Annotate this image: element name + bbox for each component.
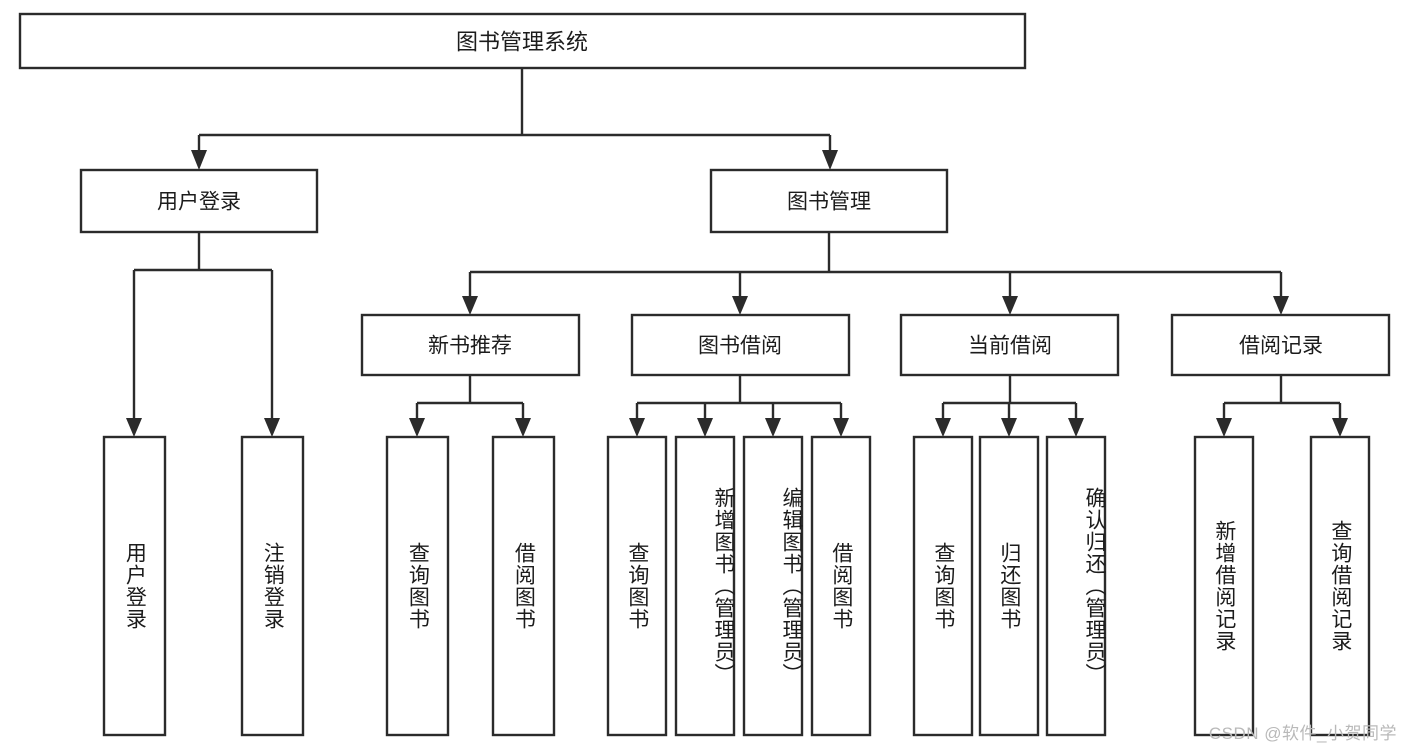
arrow-to-leaf-query-book-3 <box>935 418 951 437</box>
node-leaf-return-book-box[interactable] <box>978 435 1040 737</box>
node-book-manage-label: 图书管理 <box>787 191 871 214</box>
arrow-to-leaf-borrow-book-2 <box>833 418 849 437</box>
arrow-to-leaf-edit-book <box>765 418 781 437</box>
node-new-book-rec[interactable]: 新书推荐 <box>360 313 581 377</box>
arrow-to-leaf-query-book-1 <box>409 418 425 437</box>
node-root[interactable]: 图书管理系统 <box>18 12 1027 70</box>
node-user-login-label: 用户登录 <box>157 191 241 214</box>
node-new-book-rec-box[interactable] <box>360 313 581 377</box>
arrow-to-leaf-query-record <box>1332 418 1348 437</box>
arrow-to-book-manage <box>822 150 838 170</box>
node-book-borrow-box[interactable] <box>630 313 851 377</box>
node-book-borrow[interactable]: 图书借阅 <box>630 313 851 377</box>
node-leaf-user-login-box[interactable] <box>102 435 167 737</box>
node-root-box[interactable] <box>18 12 1027 70</box>
node-leaf-add-record-box[interactable] <box>1193 435 1255 737</box>
node-new-book-rec-label: 新书推荐 <box>428 335 512 358</box>
node-book-manage[interactable]: 图书管理 <box>709 168 949 234</box>
csdn-watermark: CSDN @软件_小贺同学 <box>1208 724 1397 743</box>
node-borrow-record-label: 借阅记录 <box>1239 335 1323 358</box>
node-leaf-query-book-2-box[interactable] <box>606 435 668 737</box>
arrow-to-leaf-user-login <box>126 418 142 437</box>
node-leaf-query-book-3-box[interactable] <box>912 435 974 737</box>
nodes-layer: 图书管理系统 用户登录 图书管理 新书推荐 图书借阅 当前 <box>18 12 1391 737</box>
node-leaf-logout-box[interactable] <box>240 435 305 737</box>
node-borrow-record[interactable]: 借阅记录 <box>1170 313 1391 377</box>
arrow-to-leaf-borrow-book-1 <box>515 418 531 437</box>
arrow-to-leaf-query-book-2 <box>629 418 645 437</box>
node-book-borrow-label: 图书借阅 <box>698 335 782 358</box>
arrow-to-leaf-return-book <box>1001 418 1017 437</box>
arrow-to-leaf-logout <box>264 418 280 437</box>
node-root-label: 图书管理系统 <box>456 30 588 55</box>
arrow-to-leaf-add-book <box>697 418 713 437</box>
node-book-manage-box[interactable] <box>709 168 949 234</box>
arrow-to-borrow-record <box>1273 296 1289 315</box>
node-leaf-confirm-return-box[interactable] <box>1045 435 1107 737</box>
node-current-borrow-box[interactable] <box>899 313 1120 377</box>
node-leaf-borrow-book-2-box[interactable] <box>810 435 872 737</box>
node-leaf-add-book-box[interactable] <box>674 435 736 737</box>
node-leaf-borrow-book-1-box[interactable] <box>491 435 556 737</box>
arrow-to-leaf-add-record <box>1216 418 1232 437</box>
node-user-login[interactable]: 用户登录 <box>79 168 319 234</box>
arrow-to-user-login <box>191 150 207 170</box>
connectors-layer <box>126 68 1348 437</box>
arrow-to-new-book-rec <box>462 296 478 315</box>
node-current-borrow-label: 当前借阅 <box>968 335 1052 358</box>
node-leaf-edit-book-box[interactable] <box>742 435 804 737</box>
node-leaf-query-record-box[interactable] <box>1309 435 1371 737</box>
node-borrow-record-box[interactable] <box>1170 313 1391 377</box>
arrow-to-leaf-confirm-return <box>1068 418 1084 437</box>
arrow-to-book-borrow <box>732 296 748 315</box>
node-user-login-box[interactable] <box>79 168 319 234</box>
arrow-to-current-borrow <box>1002 296 1018 315</box>
node-leaf-query-book-1-box[interactable] <box>385 435 450 737</box>
node-current-borrow[interactable]: 当前借阅 <box>899 313 1120 377</box>
